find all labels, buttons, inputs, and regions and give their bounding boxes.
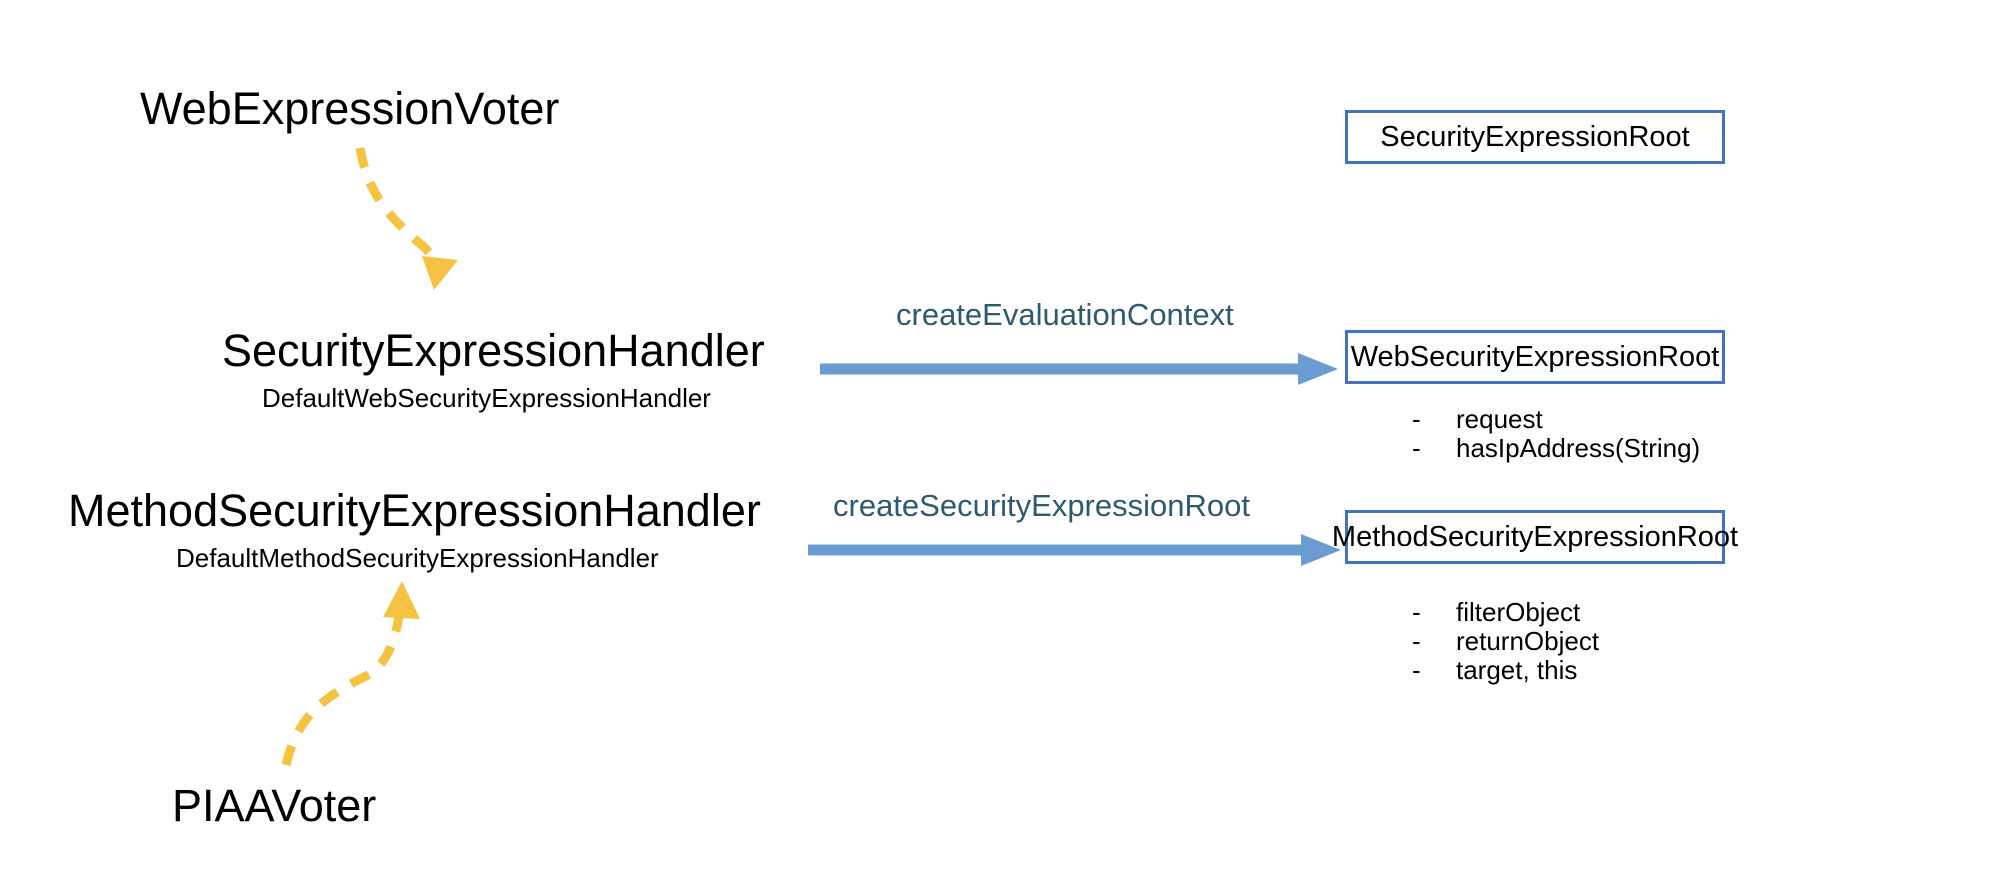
call-arrow-create-evaluation-context: [820, 353, 1338, 385]
node-method-security-expression-handler: MethodSecurityExpressionHandler: [68, 485, 761, 536]
bullet-dash: -: [1412, 626, 1421, 657]
member-label: target, this: [1456, 655, 1578, 686]
bullet-dash: -: [1412, 597, 1421, 627]
member-label: filterObject: [1456, 597, 1581, 627]
box-title-security-expression-root: SecurityExpressionRoot: [1380, 120, 1690, 153]
member-item: - hasIpAddress(String): [1412, 433, 1701, 464]
box-method-security-expression-root[interactable]: MethodSecurityExpressionRoot: [1332, 510, 1738, 564]
box-title-web-security-expression-root: WebSecurityExpressionRoot: [1350, 340, 1720, 373]
box-security-expression-root[interactable]: SecurityExpressionRoot: [1345, 110, 1725, 164]
node-web-expression-voter: WebExpressionVoter: [140, 83, 560, 134]
bullet-dash: -: [1412, 655, 1421, 686]
box-title-method-security-expression-root: MethodSecurityExpressionRoot: [1331, 520, 1739, 553]
box-web-security-expression-root[interactable]: WebSecurityExpressionRoot: [1345, 330, 1725, 384]
edge-label-create-security-expression-root: createSecurityExpressionRoot: [833, 488, 1250, 523]
node-security-expression-handler-subtitle: DefaultWebSecurityExpressionHandler: [262, 383, 711, 413]
node-method-security-expression-handler-subtitle: DefaultMethodSecurityExpressionHandler: [176, 543, 659, 573]
bullet-dash: -: [1412, 433, 1421, 464]
edge-label-create-evaluation-context: createEvaluationContext: [896, 297, 1234, 332]
inheritance-arrow-piaa-to-method-handler: [281, 581, 420, 767]
inheritance-arrow-voter-to-handler: [355, 147, 458, 290]
member-list-web-security-expression-root: - request - hasIpAddress(String): [1412, 404, 1701, 464]
member-label: request: [1456, 404, 1543, 434]
member-item: - returnObject: [1412, 626, 1600, 657]
member-list-method-security-expression-root: - filterObject - returnObject - target, …: [1412, 597, 1600, 685]
member-item: - filterObject: [1412, 597, 1599, 627]
node-piaa-voter: PIAAVoter: [172, 780, 377, 831]
bullet-dash: -: [1412, 404, 1421, 434]
node-security-expression-handler: SecurityExpressionHandler: [222, 325, 765, 376]
call-arrow-create-security-expression-root: [808, 534, 1341, 566]
member-item: - request: [1412, 404, 1700, 434]
member-label: returnObject: [1456, 626, 1600, 657]
member-label: hasIpAddress(String): [1456, 433, 1701, 464]
member-item: - target, this: [1412, 656, 1599, 685]
